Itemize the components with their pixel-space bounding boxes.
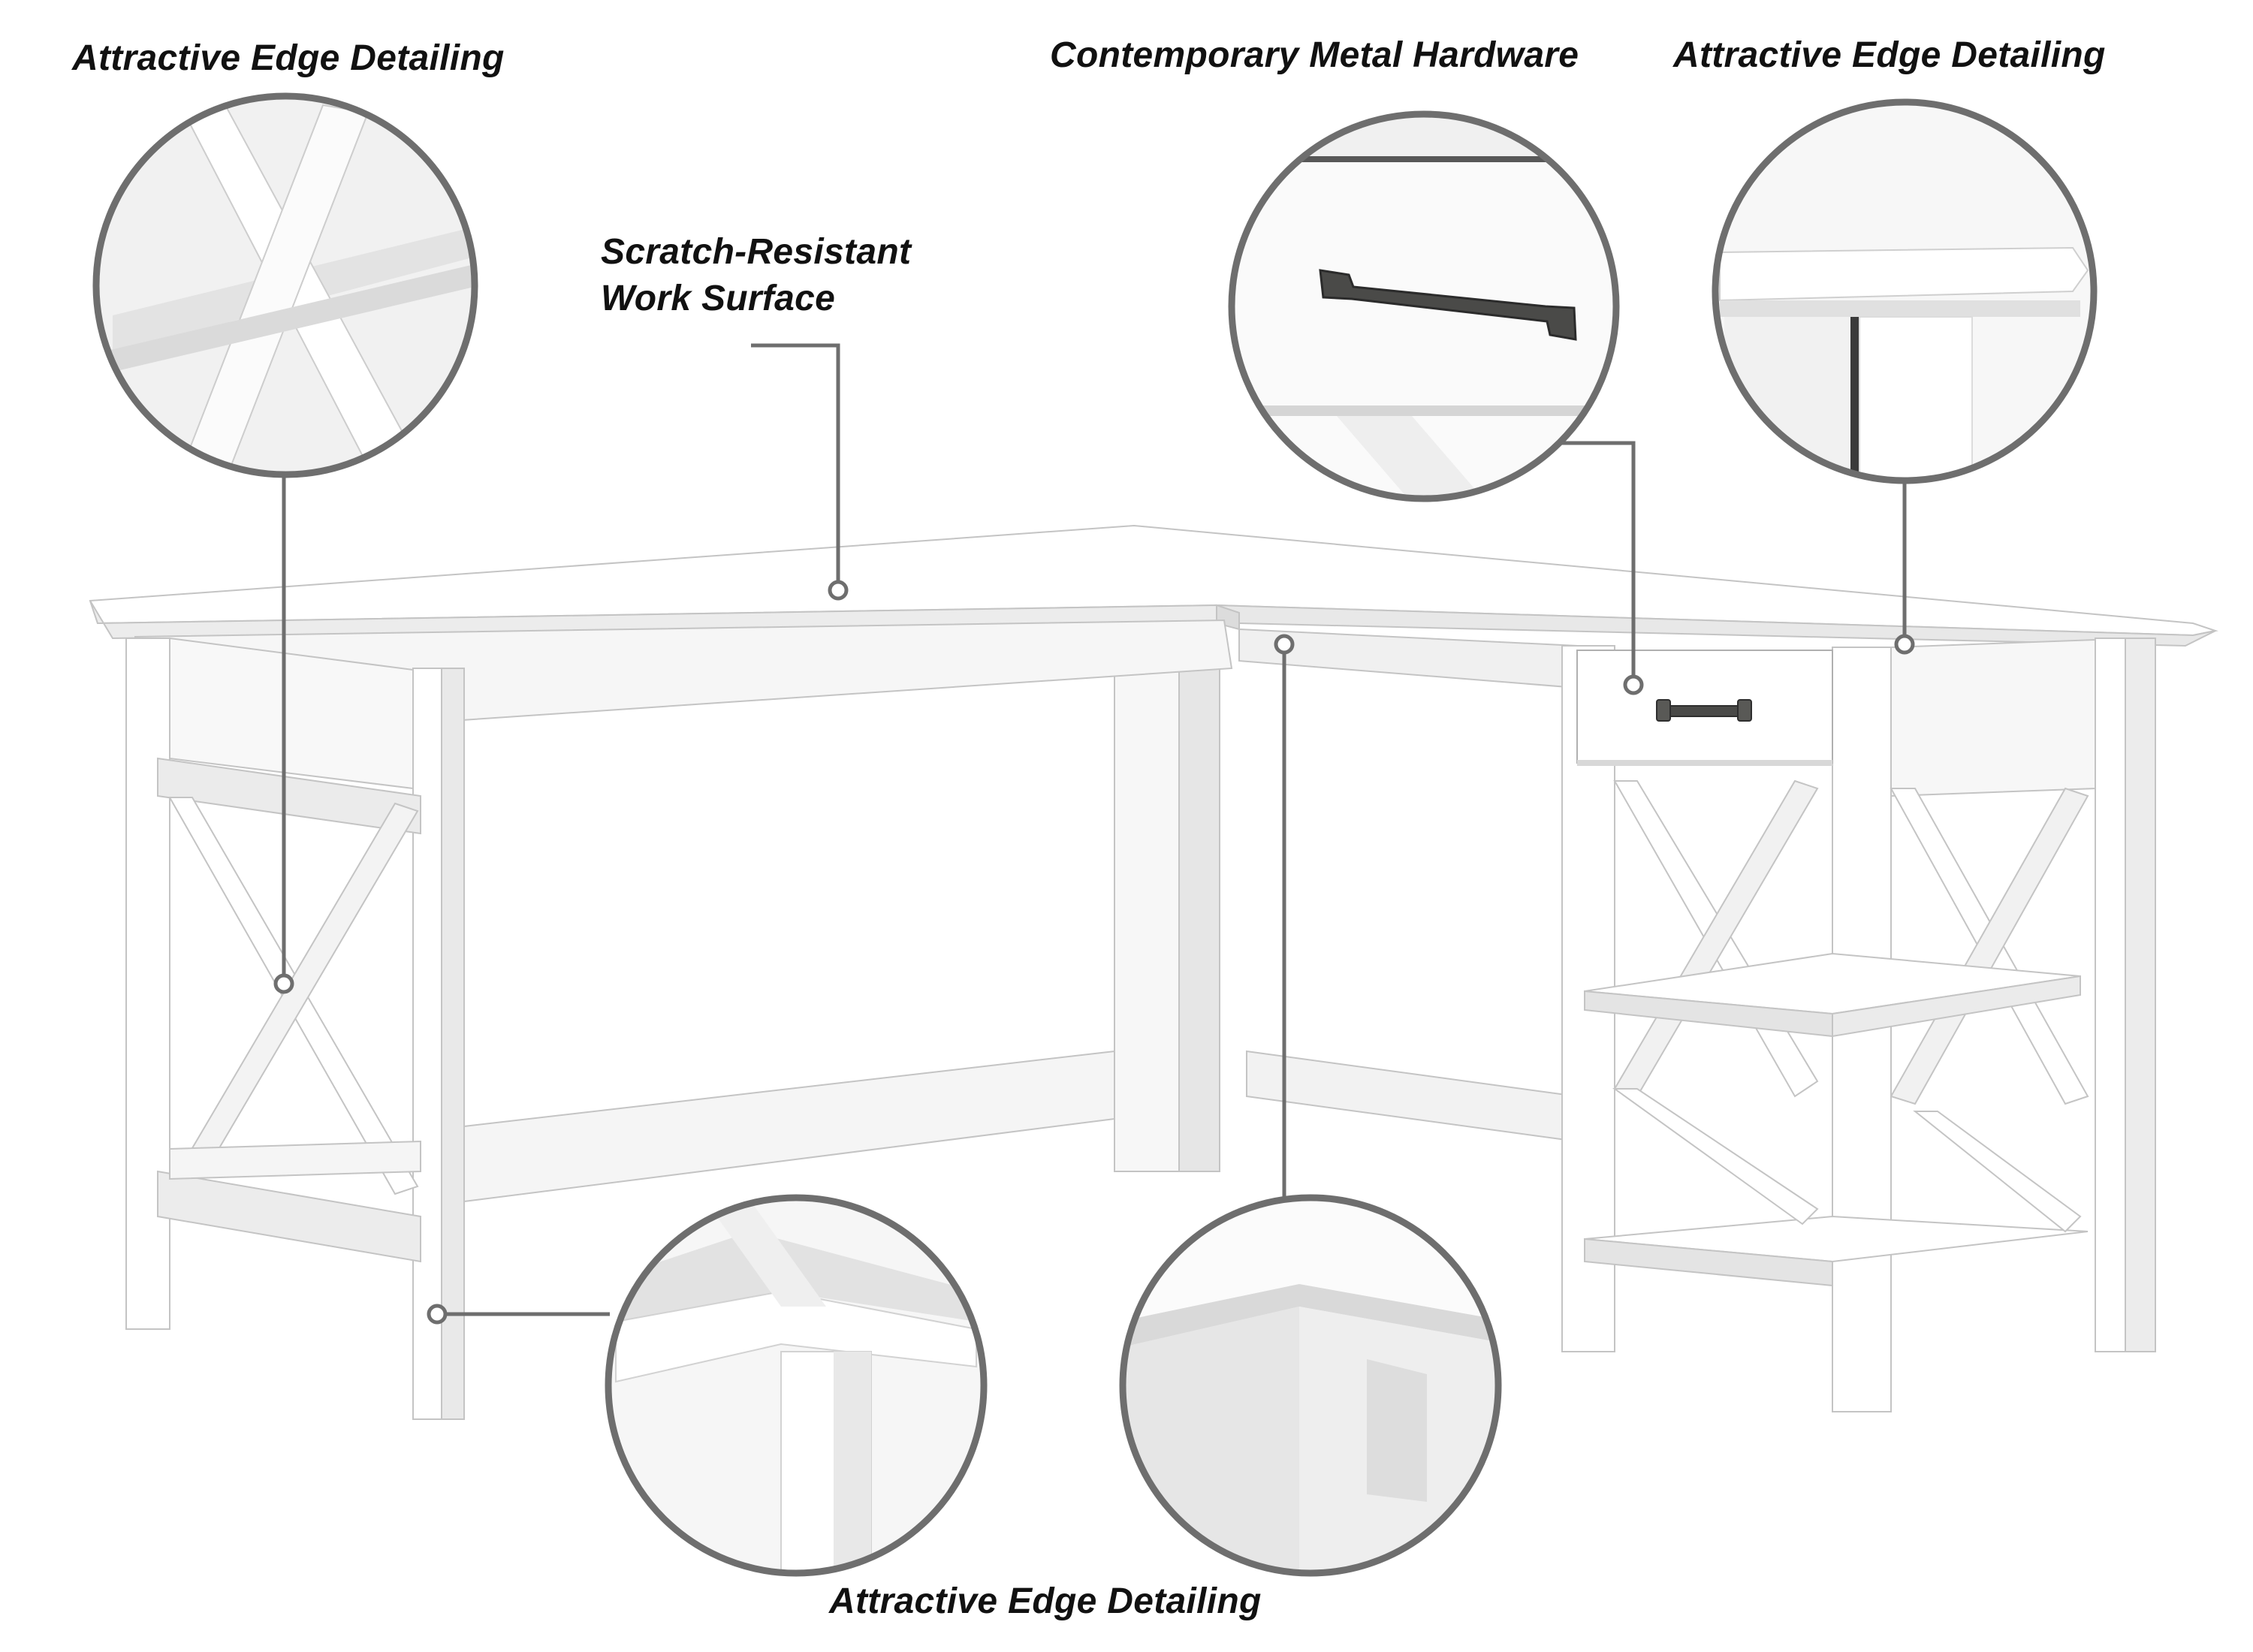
- left-x-frame: [125, 637, 465, 1420]
- detail-circle-x-joint: [92, 92, 478, 478]
- leader-line-surface: [751, 343, 840, 590]
- front-stretcher: [463, 1050, 1115, 1203]
- drawer-handle-icon: [1656, 699, 1752, 722]
- center-leg: [1114, 660, 1220, 1172]
- desk: [89, 524, 2218, 1420]
- drawer: [1576, 650, 1833, 766]
- handle-closeup-icon: [1319, 269, 1577, 341]
- callout-label-work-surface: Scratch-Resistant Work Surface: [601, 229, 911, 322]
- right-pedestal: [1561, 638, 2156, 1412]
- rear-stretcher-right: [1246, 1050, 1578, 1143]
- detail-circle-hardware: [1228, 110, 1620, 502]
- callout-label-bottom: Attractive Edge Detailing: [829, 1581, 1262, 1621]
- leader-line-hardware: [1532, 441, 1636, 685]
- detail-circle-frame-joint: [605, 1194, 988, 1577]
- leader-dots: [273, 580, 1915, 1325]
- callout-label-top-right: Attractive Edge Detailing: [1673, 35, 2106, 75]
- desktop: [89, 524, 2218, 722]
- detail-circle-top-edge: [1712, 98, 2098, 484]
- detail-circle-corner: [1119, 1194, 1502, 1577]
- leader-lines: [282, 343, 1907, 1316]
- callout-label-hardware: Contemporary Metal Hardware: [1050, 35, 1579, 75]
- callout-label-top-left: Attractive Edge Detailing: [72, 38, 505, 78]
- callout-label-work-surface-line1: Scratch-Resistant: [601, 232, 912, 272]
- callout-label-work-surface-line2: Work Surface: [601, 279, 836, 318]
